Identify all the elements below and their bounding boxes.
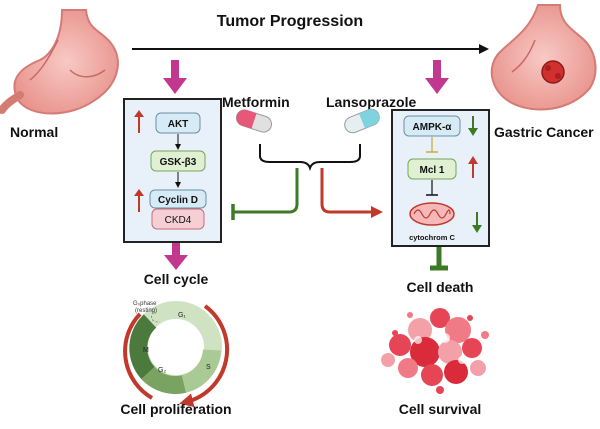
akt-box — [155, 112, 201, 134]
left-signaling-panel: AKT GSK-β3 Cyclin D CKD4 — [123, 98, 222, 243]
cycle-arrow-outer-right — [179, 304, 230, 408]
cyclin-label: Cyclin D — [158, 195, 198, 206]
g0-loop — [151, 311, 161, 323]
ckd4-label: CKD4 — [165, 215, 192, 226]
mcl1-box — [407, 158, 457, 180]
ampk-label: AMPK-α — [413, 122, 453, 133]
label-cell-cycle: Cell cycle — [144, 271, 209, 287]
cyclin-up-arrow-icon — [134, 189, 144, 212]
akt-label: AKT — [168, 119, 189, 130]
magenta-arrow-cell-cycle — [164, 243, 188, 270]
magenta-arrow-right-top — [425, 60, 449, 94]
label-gastric-cancer: Gastric Cancer — [494, 124, 594, 140]
akt-up-arrow-icon — [134, 110, 144, 133]
phase-g2: G₂ — [158, 367, 166, 374]
tumor-mass-icon — [541, 60, 565, 84]
g0-resting-label: (resting) — [135, 308, 157, 314]
label-metformin: Metformin — [222, 94, 290, 110]
magenta-arrow-left-top — [163, 60, 187, 94]
dying-cells-cluster-icon — [381, 308, 489, 394]
label-cell-survival: Cell survival — [399, 401, 482, 417]
ckd4-box — [151, 208, 205, 230]
g0-phase-label: G₀phase — [133, 301, 157, 307]
phase-s: S — [206, 364, 211, 371]
right-signaling-panel: AMPK-α Mcl 1 cytochrom C — [391, 109, 490, 247]
gastric-cancer-stomach-icon — [490, 4, 597, 111]
mcl1-label: Mcl 1 — [419, 165, 444, 176]
cell-cycle-ring: G₁ S G₂ M — [129, 301, 222, 395]
mitochondria-icon — [409, 202, 455, 226]
cytochrom-down-arrow-icon — [472, 212, 482, 233]
label-cell-death: Cell death — [407, 279, 474, 295]
ampk-down-arrow-icon — [468, 116, 478, 136]
mcl1-up-arrow-icon — [468, 156, 478, 178]
phase-m: M — [143, 347, 149, 354]
cyclin-box — [149, 189, 207, 209]
cycle-arrow-outer-left — [123, 312, 154, 400]
drug-bracket — [259, 144, 361, 172]
red-activation-arrow — [320, 168, 383, 218]
label-cell-proliferation: Cell proliferation — [120, 401, 231, 417]
metformin-pill-icon — [235, 109, 273, 133]
green-inhibition-cell-death — [430, 247, 448, 271]
label-normal: Normal — [10, 124, 58, 140]
gsk-label: GSK-β3 — [160, 157, 197, 168]
cytochrom-label: cytochrom C — [409, 233, 455, 242]
lansoprazole-pill-icon — [344, 108, 380, 134]
title: Tumor Progression — [217, 13, 363, 30]
green-inhibition-arrow — [234, 168, 299, 214]
ampk-box — [403, 115, 461, 137]
normal-stomach-icon — [0, 9, 119, 115]
gsk-box — [150, 150, 206, 172]
label-lansoprazole: Lansoprazole — [326, 94, 416, 110]
phase-g1: G₁ — [178, 312, 186, 319]
